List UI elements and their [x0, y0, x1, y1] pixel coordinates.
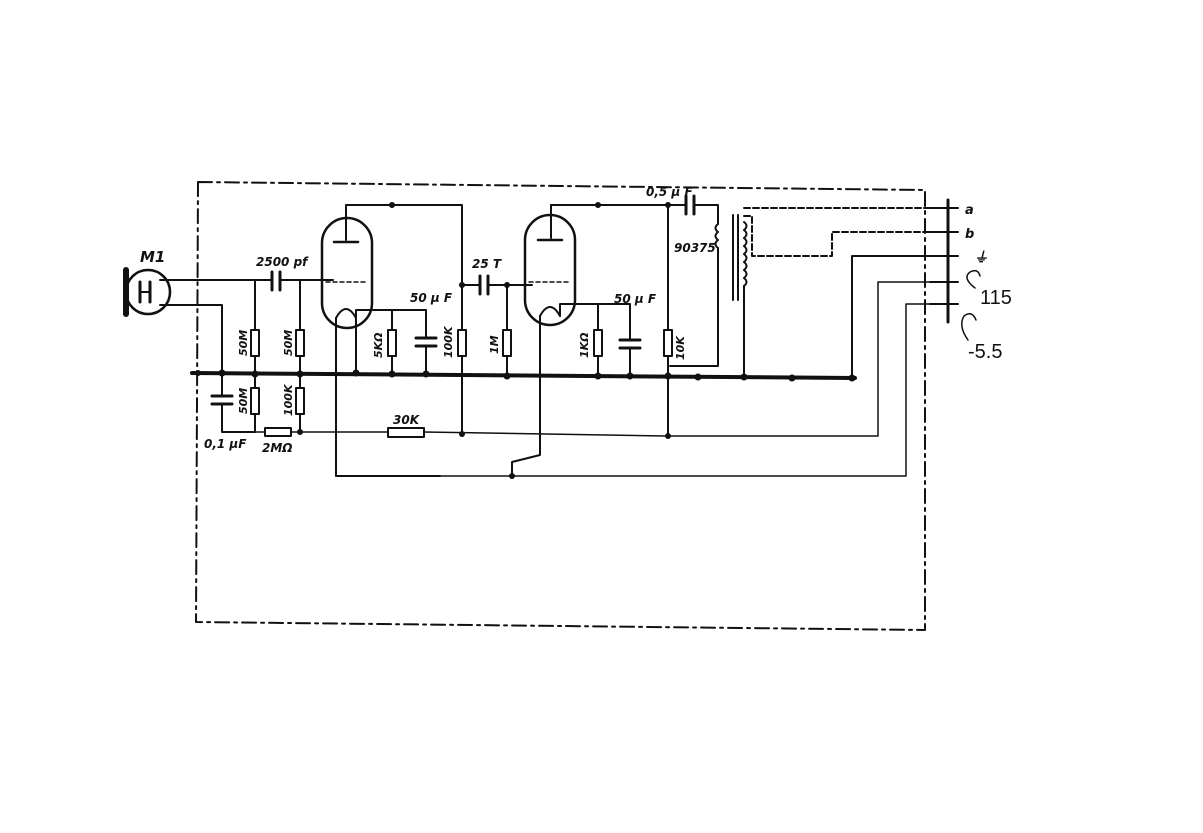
ground-bus	[190, 371, 857, 380]
junction-dots	[195, 202, 856, 479]
terminal-a-label: a	[965, 203, 974, 218]
ground-symbol: ⏚	[974, 250, 988, 266]
grid-resistor-2	[502, 329, 512, 357]
output-transformer	[669, 214, 748, 379]
feedback-resistor-30k	[387, 427, 425, 438]
feedback-resistor-label: 30K	[393, 413, 421, 427]
cathode-resistor-1	[387, 329, 397, 357]
supply-voltage-1: 115	[980, 287, 1012, 309]
grid-leak-resistor-2-label: 50M	[282, 330, 295, 356]
input-coupling-capacitor	[270, 270, 282, 292]
plate-resistor-2	[663, 329, 673, 357]
cathode-bypass-capacitor-1-label: 50 µ F	[410, 291, 453, 305]
output-coupling-capacitor-label: 0,5 µ F	[646, 185, 693, 199]
series-resistor-2m	[264, 427, 292, 437]
plate-resistor-2-label: 10K	[674, 335, 687, 360]
microphone-m1	[123, 267, 172, 317]
cathode-resistor-2-label: 1KΩ	[578, 332, 591, 358]
interstage-capacitor	[478, 274, 490, 296]
output-coupling-capacitor	[684, 194, 696, 216]
microphone-label: M1	[140, 248, 165, 266]
cathode-resistor-2	[593, 329, 603, 357]
grid-resistor-2-label: 1M	[488, 335, 501, 354]
interstage-capacitor-label: 25 T	[472, 257, 502, 271]
cathode-bypass-capacitor-1	[414, 336, 438, 348]
plate-resistor-1-label: 100K	[442, 325, 455, 358]
vacuum-tube-1	[320, 204, 374, 330]
grid-leak-resistor-2	[295, 329, 305, 357]
cathode-bypass-capacitor-2-label: 50 µ F	[614, 292, 657, 306]
bias-resistor-1-label: 50M	[237, 388, 250, 414]
vacuum-tube-2	[523, 204, 577, 327]
grid-leak-resistor-1-label: 50M	[237, 330, 250, 356]
series-resistor-label: 2MΩ	[262, 441, 293, 455]
filter-capacitor-label: 0,1 µF	[204, 437, 247, 451]
bias-resistor-2	[295, 387, 305, 415]
transformer-label: 90375	[674, 241, 716, 255]
enclosure-border	[195, 181, 926, 631]
plate-resistor-1	[457, 329, 467, 357]
bias-resistor-1	[250, 387, 260, 415]
bias-resistor-2-label: 100K	[282, 383, 295, 416]
cathode-bypass-capacitor-2	[618, 338, 642, 350]
supply-voltage-2: -5.5	[968, 341, 1002, 363]
terminal-b-label: b	[965, 227, 974, 242]
filter-capacitor	[210, 394, 234, 406]
grid-leak-resistor-1	[250, 329, 260, 357]
cathode-resistor-1-label: 5KΩ	[372, 332, 385, 358]
input-coupling-capacitor-label: 2500 pf	[256, 255, 309, 269]
